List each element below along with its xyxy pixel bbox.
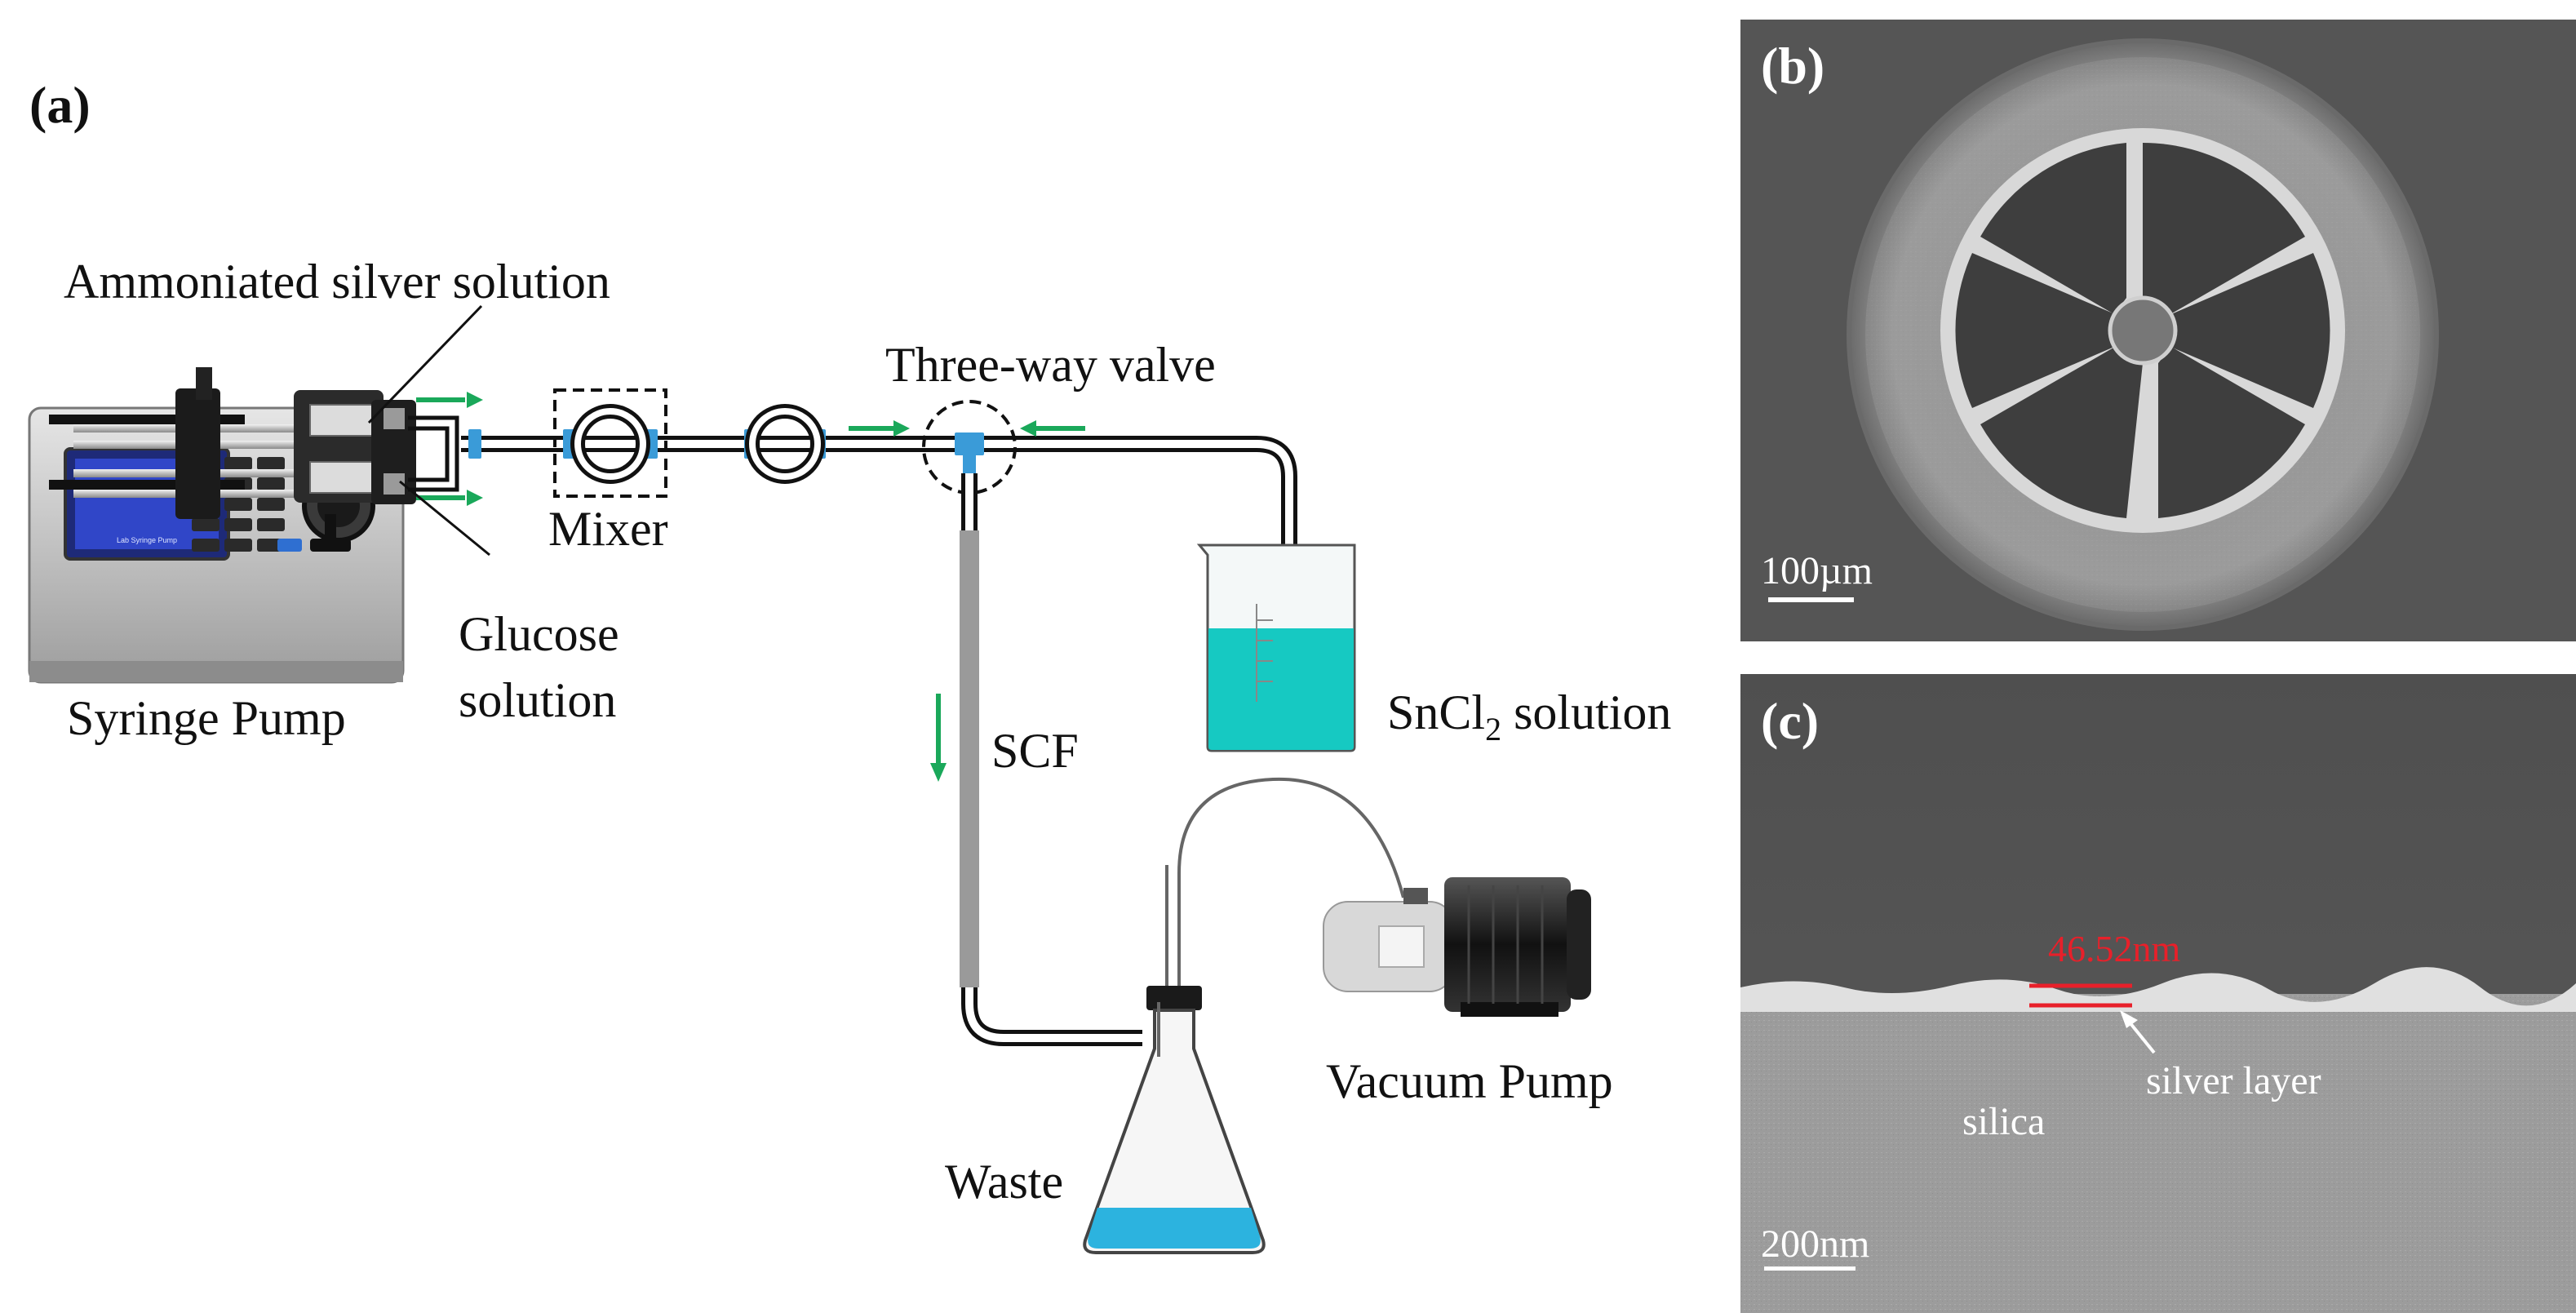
label-syringe-pump: Syringe Pump bbox=[67, 691, 346, 745]
label-glucose-line1: Glucose bbox=[459, 607, 619, 661]
label-waste: Waste bbox=[945, 1155, 1063, 1209]
panel-c: 46.52nm silver layer silica (c) 200nm bbox=[1740, 674, 2576, 1313]
beaker-icon bbox=[1196, 543, 1356, 752]
label-silica: silica bbox=[1962, 1100, 2045, 1143]
label-glucose-line2: solution bbox=[459, 673, 616, 727]
syringe-pump-icon: Lab Syringe Pump bbox=[28, 367, 416, 684]
silver-layer bbox=[1740, 967, 2576, 1012]
scale-bar-b-label: 100µm bbox=[1761, 549, 1873, 592]
three-way-valve bbox=[922, 400, 1017, 495]
thickness-label: 46.52nm bbox=[2048, 928, 2181, 969]
scale-bar-c-label: 200nm bbox=[1761, 1222, 1869, 1266]
coil-2 bbox=[745, 404, 825, 484]
silica-substrate bbox=[1740, 994, 2576, 1313]
label-mixer: Mixer bbox=[548, 502, 668, 556]
pump-screen-text: Lab Syringe Pump bbox=[117, 536, 177, 544]
scale-bar-c bbox=[1764, 1266, 1856, 1271]
label-scf: SCF bbox=[991, 724, 1079, 778]
vacuum-line bbox=[1177, 777, 1405, 1000]
flow-arrow-icon bbox=[849, 420, 1085, 437]
fiber-holes bbox=[1955, 143, 2330, 518]
panel-b: (b) 100µm bbox=[1740, 20, 2576, 641]
vacuum-pump-icon bbox=[1323, 877, 1591, 1017]
label-vacuum-pump: Vacuum Pump bbox=[1326, 1054, 1613, 1108]
flow-arrow-icon bbox=[416, 392, 483, 506]
label-three-way-valve: Three-way valve bbox=[885, 338, 1216, 392]
label-silver-layer: silver layer bbox=[2146, 1059, 2321, 1102]
flask-icon bbox=[1083, 986, 1266, 1254]
label-sncl2-solution: SnCl2 solution bbox=[1387, 685, 1671, 747]
scf-tube bbox=[960, 473, 1142, 1046]
callout-lines bbox=[367, 304, 490, 557]
mixer bbox=[553, 388, 667, 498]
main-tube bbox=[461, 436, 1297, 694]
panel-a: (a) Lab Syringe Pump bbox=[28, 76, 1671, 1254]
silver-layer-arrow bbox=[2120, 1010, 2156, 1054]
panel-b-letter: (b) bbox=[1761, 37, 1824, 95]
label-ammoniated-silver: Ammoniated silver solution bbox=[64, 255, 610, 308]
scale-bar-b bbox=[1768, 597, 1854, 602]
flow-arrow-icon bbox=[930, 694, 947, 782]
panel-c-letter: (c) bbox=[1761, 692, 1819, 750]
panel-a-letter: (a) bbox=[29, 76, 91, 134]
syringe-outlet-tubes bbox=[408, 415, 459, 492]
